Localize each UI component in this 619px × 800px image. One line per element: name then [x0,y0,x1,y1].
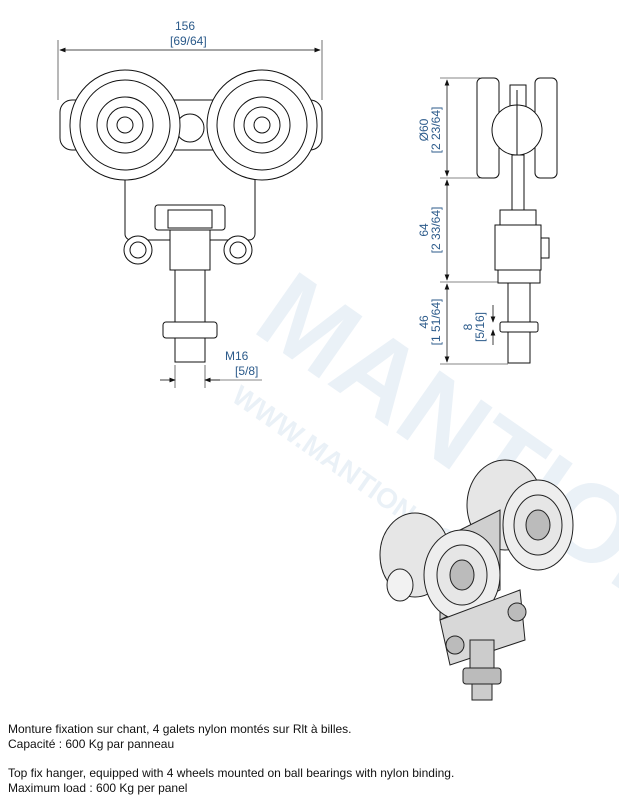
stem-in-label: [1 51/64] [429,299,443,346]
width-in-label: [6 [170,34,180,48]
description-en: Top fix hanger, equipped with 4 wheels m… [8,766,454,796]
right-wheel-front [206,69,318,181]
isometric-view [379,459,574,701]
width-mm-label: 156 [175,19,195,33]
front-view [57,40,323,388]
body-h-mm-label: 64 [417,223,431,237]
body-h-in-label: [2 33/64] [429,207,443,254]
description-fr: Monture fixation sur chant, 4 galets nyl… [8,722,352,752]
width-in-frac-label: 9/64] [180,34,207,48]
stem-mm-label: 46 [417,315,431,329]
description-en-line1: Top fix hanger, equipped with 4 wheels m… [8,766,455,780]
left-wheel-front [69,69,181,181]
thread-in-label: [5/8] [235,364,258,378]
wheel-dia-in-label: [2 23/64] [429,107,443,154]
nut-in-label: [5/16] [473,312,487,342]
nut-mm-label: 8 [461,323,475,330]
thread-mm-label: M16 [225,349,249,363]
description-en-line2: Maximum load : 600 Kg per panel [8,781,188,795]
wheel-dia-mm-label: Ø60 [417,118,431,141]
description-fr-line1: Monture fixation sur chant, 4 galets nyl… [8,722,352,736]
description-fr-line2: Capacité : 600 Kg par panneau [8,737,175,751]
side-view [440,77,558,365]
